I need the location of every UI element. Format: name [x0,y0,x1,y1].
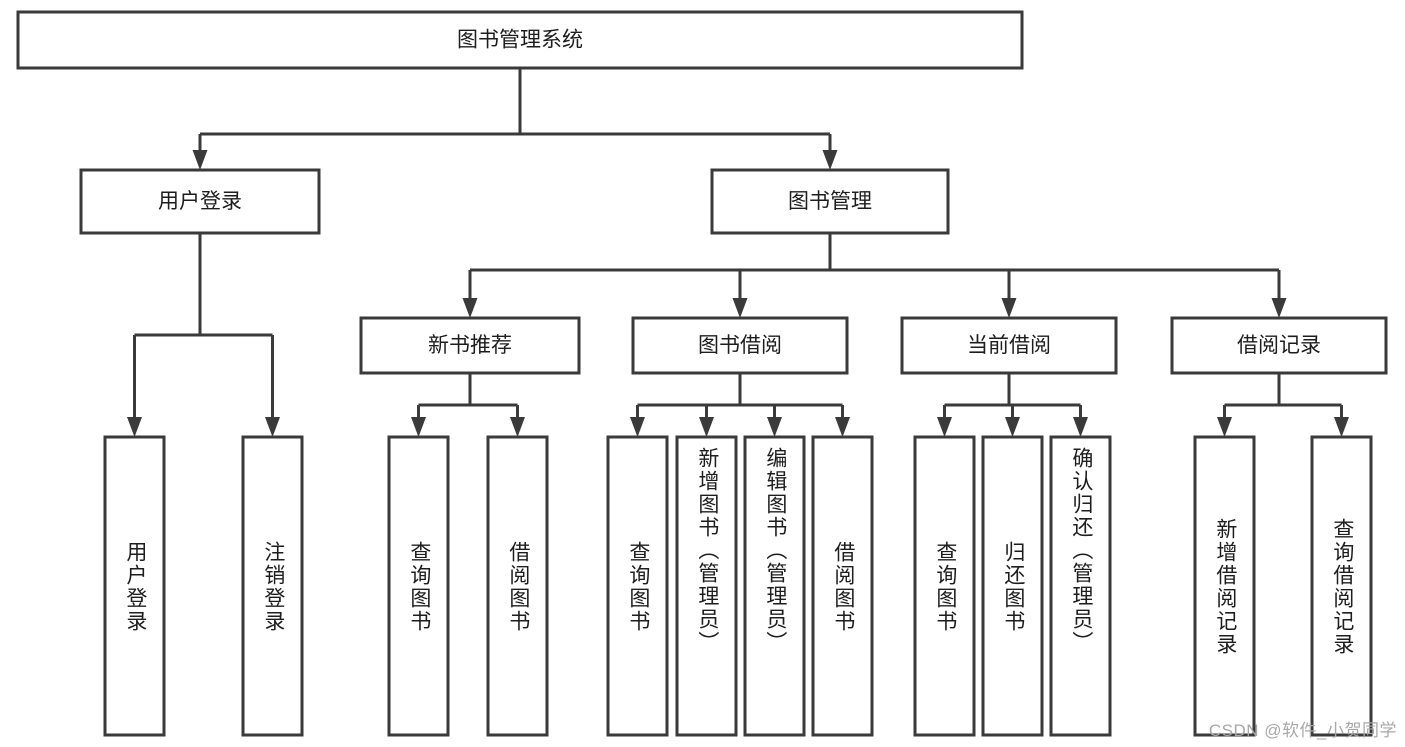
node-label-user-login: 用户登录 [158,190,242,213]
node-box-new-book-rec[interactable] [359,316,581,375]
node-box-leaf-return-book[interactable] [981,435,1044,737]
arrow-head [1217,417,1232,437]
node-label-book-borrow: 图书借阅 [698,334,782,357]
node-box-leaf-add-book[interactable] [675,435,738,737]
node-box-user-login[interactable] [79,168,321,235]
arrow-head [937,417,952,437]
node-box-leaf-query-book-1[interactable] [387,435,450,737]
node-label-new-book-rec: 新书推荐 [428,334,512,357]
node-box-root[interactable] [16,10,1024,70]
arrow-head [835,417,850,437]
arrow-head [1334,417,1349,437]
node-box-leaf-edit-book[interactable] [743,435,806,737]
arrow-head [822,150,838,170]
node-box-leaf-user-login[interactable] [103,435,166,737]
node-box-leaf-logout[interactable] [241,435,304,737]
node-box-leaf-query-book-3[interactable] [913,435,976,737]
arrow-head [1005,417,1020,437]
arrow-head [630,417,645,437]
node-box-leaf-borrow-book-2[interactable] [811,435,874,737]
node-box-leaf-query-book-2[interactable] [606,435,669,737]
node-box-current-borrow[interactable] [900,316,1118,375]
node-box-leaf-borrow-book-1[interactable] [486,435,549,737]
node-label-borrow-record: 借阅记录 [1237,334,1321,357]
arrow-head [192,150,208,170]
arrow-head [127,417,142,437]
node-box-leaf-confirm-return[interactable] [1049,435,1112,737]
node-box-book-manage[interactable] [710,168,950,235]
node-label-current-borrow: 当前借阅 [967,334,1051,357]
node-label-book-manage: 图书管理 [788,190,872,213]
arrow-head [699,417,714,437]
arrow-head [265,417,280,437]
arrow-head [411,417,426,437]
arrow-head [767,417,782,437]
arrow-head [1001,298,1017,318]
node-box-leaf-add-record[interactable] [1193,435,1256,737]
arrow-head [510,417,525,437]
arrow-head [1271,298,1287,318]
connector-layer [127,68,1349,437]
node-box-borrow-record[interactable] [1170,316,1388,375]
arrow-head [1073,417,1088,437]
arrow-head [462,298,478,318]
node-label-root: 图书管理系统 [457,29,583,52]
node-box-book-borrow[interactable] [631,316,849,375]
node-box-leaf-query-record[interactable] [1310,435,1373,737]
arrow-head [732,298,748,318]
